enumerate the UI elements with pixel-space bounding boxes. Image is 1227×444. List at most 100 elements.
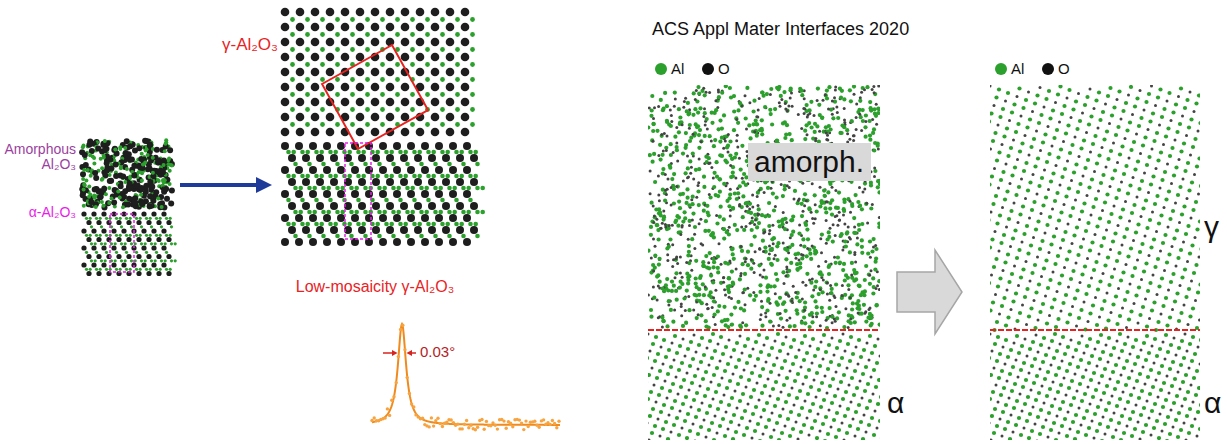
atom — [305, 122, 310, 127]
atom — [736, 300, 740, 304]
atom — [686, 101, 690, 105]
atom — [365, 214, 373, 222]
atom — [802, 210, 805, 213]
atom — [720, 91, 724, 95]
atom — [760, 313, 763, 316]
atom — [820, 306, 824, 310]
atom — [683, 100, 686, 103]
atom — [754, 217, 758, 221]
atom — [393, 166, 401, 174]
atom — [421, 142, 429, 150]
atom — [670, 114, 673, 117]
atom — [111, 200, 117, 206]
atom — [820, 233, 824, 237]
atom — [455, 77, 460, 82]
atom — [90, 259, 93, 262]
atom — [312, 210, 317, 215]
atom — [734, 152, 738, 156]
atom — [728, 226, 731, 229]
atom — [724, 293, 727, 296]
atom — [435, 166, 443, 174]
atom — [728, 260, 731, 263]
atom — [855, 103, 858, 106]
atom — [95, 145, 101, 151]
atom — [163, 178, 167, 182]
atom — [473, 222, 478, 227]
atom — [347, 150, 352, 155]
atom — [141, 262, 146, 267]
atom — [160, 225, 163, 228]
atom — [391, 162, 396, 167]
atom — [419, 162, 424, 167]
atom — [293, 162, 298, 167]
atom — [704, 254, 708, 258]
atom — [763, 231, 766, 234]
atom — [147, 203, 153, 209]
atom — [648, 249, 651, 253]
atom — [424, 186, 429, 191]
atom — [365, 77, 370, 82]
atom — [108, 166, 114, 172]
atom — [129, 157, 135, 163]
data-point — [452, 421, 455, 424]
atom — [461, 113, 470, 122]
atom — [473, 174, 478, 179]
atom — [855, 128, 858, 131]
atom — [808, 108, 812, 112]
atom — [874, 244, 877, 247]
atom — [818, 272, 822, 276]
atom — [732, 94, 736, 98]
atom — [732, 109, 736, 113]
atom — [414, 202, 422, 210]
atom — [421, 238, 429, 246]
data-point — [386, 407, 389, 410]
atom — [407, 166, 415, 174]
atom — [363, 186, 368, 191]
atom — [286, 150, 291, 155]
atom — [323, 142, 331, 150]
atom — [746, 205, 749, 208]
atom — [94, 242, 97, 245]
atom — [106, 237, 111, 242]
atom — [836, 111, 839, 114]
atom — [707, 267, 710, 270]
atom — [878, 216, 880, 219]
atom — [129, 268, 132, 271]
atom — [653, 180, 657, 184]
atom — [433, 186, 438, 191]
atom — [393, 214, 401, 222]
atom — [335, 92, 340, 97]
atom — [850, 204, 854, 208]
atom — [300, 150, 305, 155]
atom — [650, 94, 654, 98]
atom — [296, 128, 305, 137]
atom — [866, 251, 870, 255]
atom — [372, 226, 380, 234]
atom — [365, 166, 373, 174]
atom — [86, 254, 91, 259]
atom — [102, 156, 106, 160]
atom — [853, 93, 856, 96]
atom — [326, 8, 335, 17]
data-point — [505, 427, 508, 430]
atom — [440, 32, 445, 37]
atom — [788, 186, 791, 189]
atom — [326, 128, 335, 137]
atom — [454, 174, 459, 179]
atom — [695, 89, 698, 92]
atom — [425, 122, 430, 127]
atom — [350, 17, 355, 22]
atom — [827, 85, 831, 89]
atom — [164, 138, 168, 142]
atom — [116, 190, 120, 194]
atom — [311, 53, 320, 62]
atom — [140, 152, 144, 156]
atom — [868, 138, 872, 142]
atom — [676, 185, 680, 189]
atom — [459, 222, 464, 227]
atom — [330, 202, 338, 210]
atom — [305, 47, 310, 52]
atom — [425, 62, 430, 67]
atom — [155, 217, 158, 220]
atom — [118, 196, 122, 200]
